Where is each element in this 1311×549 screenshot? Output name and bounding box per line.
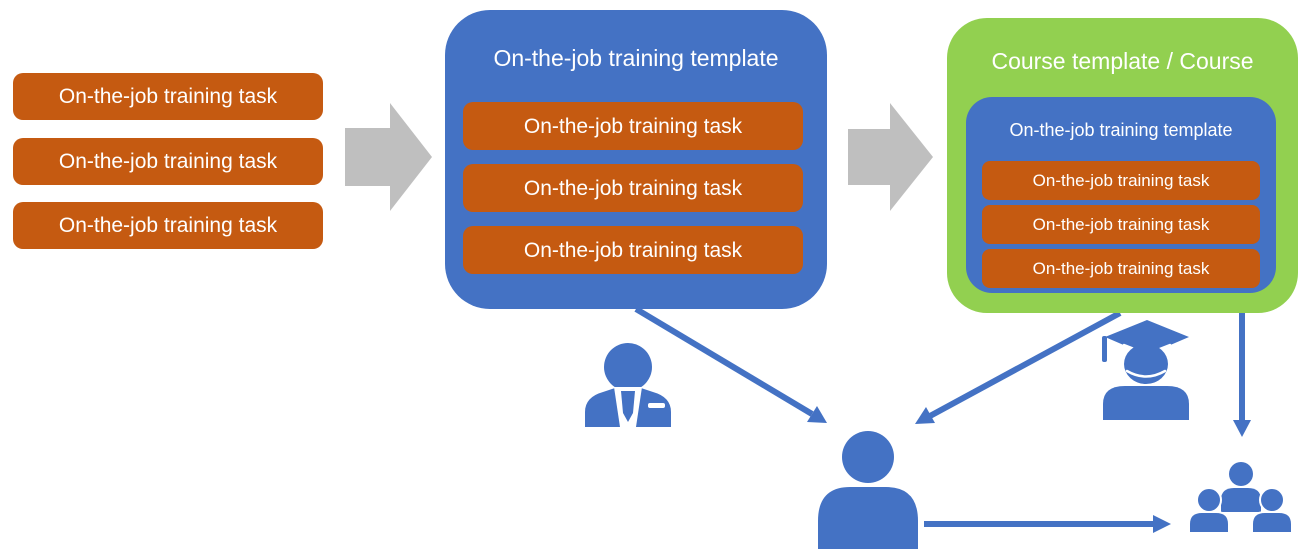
- ojt-task-box: On-the-job training task: [982, 249, 1260, 288]
- course-template-title: Course template / Course: [991, 48, 1254, 74]
- arrow-employee-to-group: [924, 515, 1171, 533]
- arrow-course-to-group: [1233, 313, 1251, 437]
- nested-ojt-template-title: On-the-job training template: [1009, 120, 1233, 140]
- ojt-task-box: On-the-job training task: [13, 202, 323, 249]
- arrow-template-to-employee: [634, 306, 827, 423]
- gray-right-arrow-icon: [848, 103, 933, 211]
- person-icon: [818, 431, 918, 549]
- ojt-task-box: On-the-job training task: [982, 161, 1260, 200]
- gray-right-arrow-icon: [345, 103, 432, 211]
- manager-icon: [585, 343, 671, 427]
- graduate-icon: [1102, 320, 1189, 420]
- ojt-task-box: On-the-job training task: [463, 226, 803, 274]
- ojt-template-title: On-the-job training template: [493, 45, 779, 71]
- ojt-task-box: On-the-job training task: [982, 205, 1260, 244]
- ojt-task-box: On-the-job training task: [463, 164, 803, 212]
- ojt-task-box: On-the-job training task: [13, 73, 323, 120]
- ojt-task-box: On-the-job training task: [463, 102, 803, 150]
- people-group-icon: [1188, 462, 1293, 534]
- ojt-task-box: On-the-job training task: [13, 138, 323, 185]
- arrow-course-to-employee: [915, 310, 1122, 424]
